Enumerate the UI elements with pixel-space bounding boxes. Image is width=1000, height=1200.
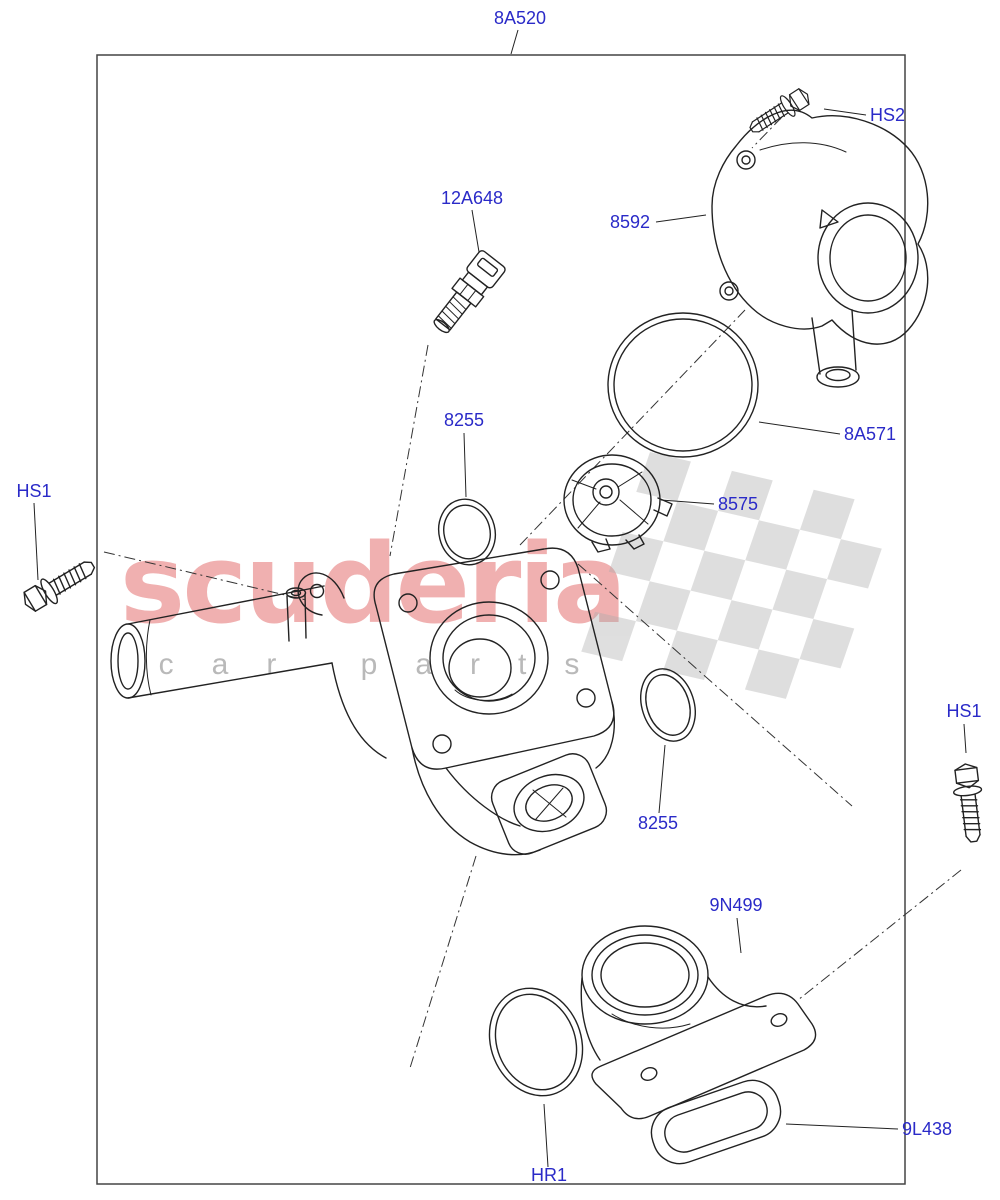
label-assembly-8a520: 8A520: [494, 8, 546, 28]
gasket-9l438: [650, 1079, 782, 1165]
thermostat-8575: [563, 454, 673, 553]
thermostat-housing-body: [110, 547, 615, 856]
label-outlet-9n499: 9N499: [709, 895, 762, 915]
label-sensor-12a648: 12A648: [441, 188, 503, 208]
label-thermostat-8575: 8575: [718, 494, 758, 514]
diagram-border-frame: [96, 54, 906, 1185]
label-bolt-hs1-right: HS1: [946, 701, 981, 721]
label-seal-8a571: 8A571: [844, 424, 896, 444]
checkered-flag-watermark: [581, 452, 882, 699]
outlet-pipe-9n499: [580, 925, 817, 1120]
watermark: scuderia car parts: [120, 452, 882, 699]
watermark-brand-text: scuderia: [120, 520, 625, 648]
oring-8255-lower: [640, 668, 696, 742]
label-gasket-9l438: 9L438: [902, 1119, 952, 1139]
assembly-axis-lines: [103, 116, 962, 1069]
oring-hr1: [488, 987, 584, 1097]
label-seal-8255-lower: 8255: [638, 813, 678, 833]
sensor-12a648: [433, 250, 506, 334]
part-labels: 8A520 HS2 12A648 8592 8A571 8255 8575 HS…: [16, 8, 981, 1185]
label-oring-hr1: HR1: [531, 1165, 567, 1185]
watermark-tagline-text: car parts: [159, 648, 618, 681]
label-seal-8255-upper: 8255: [444, 410, 484, 430]
oring-8255-upper: [437, 498, 497, 566]
bolt-hs1-right: [949, 761, 989, 844]
label-bolt-hs2: HS2: [870, 105, 905, 125]
label-cover-8592: 8592: [610, 212, 650, 232]
oring-8a571: [607, 312, 759, 458]
leader-lines: [33, 29, 967, 1168]
bolt-hs1-left: [18, 552, 101, 618]
label-bolt-hs1-left: HS1: [16, 481, 51, 501]
cover-8592: [711, 109, 929, 388]
